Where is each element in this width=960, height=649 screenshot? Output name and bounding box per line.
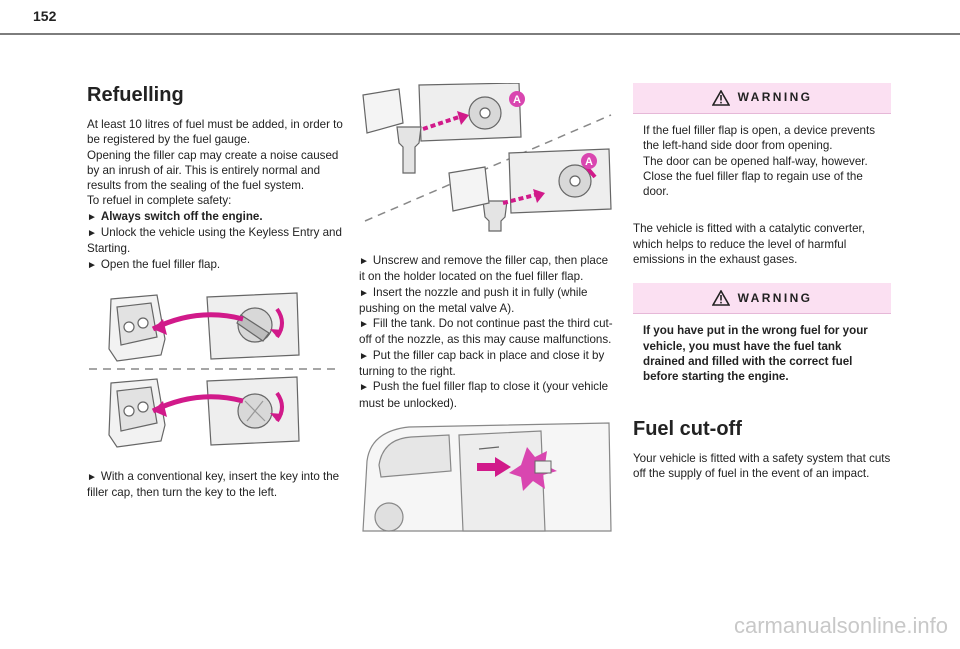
warning-header: WARNING <box>633 283 891 315</box>
step-item: ►Put the filler cap back in place and cl… <box>359 348 605 379</box>
figure-filler-cap-removal: A A <box>362 83 612 232</box>
step-item: ►Unscrew and remove the filler cap, then… <box>359 254 609 284</box>
arrow-bullet-icon: ► <box>359 382 369 394</box>
warning-heading: WARNING <box>737 290 813 305</box>
warning-line: Close the fuel filler flap to regain use… <box>643 169 863 199</box>
step-item: ►Always switch off the engine. <box>87 209 263 223</box>
warning-line: The door can be opened half-way, however… <box>643 154 868 168</box>
arrow-bullet-icon: ► <box>359 287 369 299</box>
warning-heading: WARNING <box>737 90 813 105</box>
arrow-bullet-icon: ► <box>359 256 369 267</box>
header-rule <box>0 33 960 35</box>
step-item: ►Fill the tank. Do not continue past the… <box>359 317 613 347</box>
column-refuelling: Refuelling At least 10 litres of fuel mu… <box>87 83 349 501</box>
figure-van-side-door <box>362 422 612 532</box>
watermark: carmanualsonline.info <box>733 613 948 638</box>
catalytic-paragraph: The vehicle is fitted with a catalytic c… <box>633 222 865 267</box>
column-warnings: WARNING If the fuel filler flap is open,… <box>633 83 891 481</box>
intro-paragraph: To refuel in complete safety: <box>87 194 232 208</box>
arrow-bullet-icon: ► <box>359 350 369 362</box>
callout-a-label: A <box>513 94 521 106</box>
warning-text: If you have put in the wrong fuel for yo… <box>643 324 868 384</box>
arrow-bullet-icon: ► <box>87 259 97 271</box>
warning-triangle-icon <box>711 290 730 307</box>
cutoff-paragraph: Your vehicle is fitted with a safety sys… <box>633 451 891 480</box>
warning-box-door: WARNING If the fuel filler flap is open,… <box>633 83 891 210</box>
callout-a-label: A <box>585 156 593 168</box>
warning-line: If the fuel filler flap is open, a devic… <box>643 124 876 153</box>
figure-filler-flap-key <box>89 292 337 448</box>
step-item: ►Unlock the vehicle using the Keyless En… <box>87 226 342 256</box>
warning-triangle-icon <box>711 90 730 106</box>
callout-a-icon <box>581 153 597 169</box>
page-number: 152 <box>33 8 57 24</box>
arrow-bullet-icon: ► <box>87 228 97 240</box>
arrow-bullet-icon: ► <box>87 471 97 483</box>
step-item: ►Push the fuel filler flap to close it (… <box>359 380 609 410</box>
intro-paragraph: Opening the filler cap may create a nois… <box>87 148 339 193</box>
arrow-bullet-icon: ► <box>359 319 369 331</box>
warning-header: WARNING <box>633 83 891 114</box>
warning-box-fuel: WARNING If you have put in the wrong fue… <box>633 283 891 395</box>
callout-a-icon <box>509 91 525 107</box>
section-title-fuel-cutoff: Fuel cut-off <box>633 417 742 440</box>
column-filling: A A ►Unscrew and remove the filler cap, … <box>359 83 617 533</box>
warning-body: If the fuel filler flap is open, a devic… <box>633 114 891 210</box>
section-title-refuelling: Refuelling <box>87 84 184 106</box>
intro-paragraph: At least 10 litres of fuel must be added… <box>87 118 343 147</box>
step-item: ►Insert the nozzle and push it in fully … <box>359 285 588 315</box>
step-item: ►Open the fuel filler flap. <box>87 257 221 271</box>
arrow-bullet-icon: ► <box>87 211 97 223</box>
step-item: ►With a conventional key, insert the key… <box>87 469 340 500</box>
warning-body: If you have put in the wrong fuel for yo… <box>633 314 891 395</box>
